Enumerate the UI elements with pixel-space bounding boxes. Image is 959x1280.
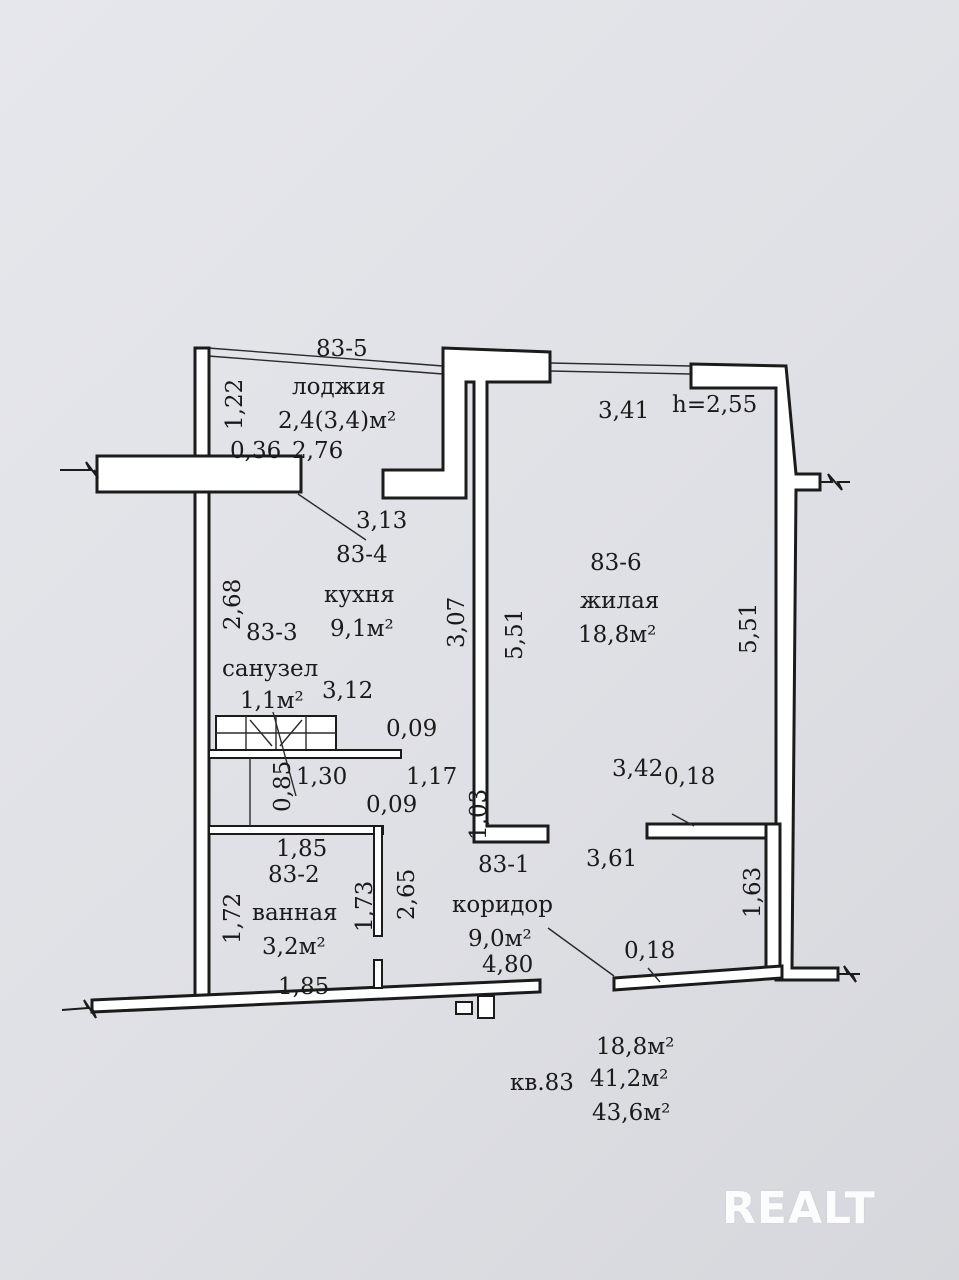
loggia-id: 83-5 (316, 336, 368, 362)
dim-122: 1,22 (222, 379, 248, 430)
central-wall (381, 346, 552, 844)
dim-361: 3,61 (586, 846, 637, 872)
total-living: 18,8м² (596, 1034, 674, 1060)
dim-480: 4,80 (482, 952, 533, 978)
bath-door-jamb (373, 825, 383, 937)
dim-313: 3,13 (356, 508, 407, 534)
wc-partition (208, 749, 402, 759)
dim-173: 1,73 (352, 881, 378, 932)
dim-185b: 1,85 (278, 974, 329, 1000)
dim-018a: 0,18 (664, 764, 715, 790)
living-corridor-partition (645, 822, 781, 840)
bath-name: ванная (252, 900, 338, 926)
dim-268: 2,68 (220, 579, 246, 630)
dim-551b: 5,51 (736, 603, 762, 654)
ceiling-height: h=2,55 (672, 392, 757, 418)
corridor-name: коридор (452, 892, 553, 918)
leader-480 (547, 927, 615, 977)
bath-area: 3,2м² (262, 934, 326, 960)
dim-342: 3,42 (612, 756, 663, 782)
total-area: 41,2м² (590, 1066, 668, 1092)
dim-265: 2,65 (394, 869, 420, 920)
dim-185a: 1,85 (276, 836, 327, 862)
wc-area: 1,1м² (240, 688, 304, 714)
loggia-window (207, 347, 444, 375)
left-outer-wall (193, 346, 211, 1000)
wc-id: 83-3 (246, 620, 298, 646)
living-id: 83-6 (590, 550, 642, 576)
dim-172: 1,72 (220, 893, 246, 944)
leader-018b (647, 967, 661, 983)
bottom-outer-wall (61, 964, 784, 1019)
realt-watermark-logo: REALT (722, 1183, 876, 1234)
leader-313 (297, 493, 367, 541)
dim-117: 1,17 (406, 764, 457, 790)
dim-551a: 5,51 (502, 609, 528, 660)
living-window (549, 362, 692, 375)
dim-018b: 0,18 (624, 938, 675, 964)
dim-341: 3,41 (598, 398, 649, 424)
corridor-right-wall (764, 822, 782, 978)
kitchen-name: кухня (324, 582, 395, 608)
dim-009a: 0,09 (386, 716, 437, 742)
total-with-loggia: 43,6м² (592, 1100, 670, 1126)
leader-030 (272, 711, 297, 797)
corridor-area: 9,0м² (468, 926, 532, 952)
loggia-name: лоджия (292, 374, 386, 400)
leader-018 (671, 813, 695, 827)
loggia-area: 2,4(3,4)м² (278, 408, 396, 434)
dim-276: 2,76 (292, 438, 343, 464)
kitchen-loggia-wall (60, 454, 303, 494)
dim-307: 3,07 (444, 597, 470, 648)
corridor-id: 83-1 (478, 852, 530, 878)
right-outer-wall (689, 362, 840, 982)
living-area: 18,8м² (578, 622, 656, 648)
bath-id: 83-2 (268, 862, 320, 888)
living-name: жилая (580, 588, 659, 614)
dim-163: 1,63 (740, 867, 766, 918)
dim-009b: 0,09 (366, 792, 417, 818)
right-wall-break (820, 473, 850, 491)
dim-085: 0,85 (270, 761, 296, 812)
bath-door-jamb-low (373, 959, 383, 989)
dim-130: 1,30 (296, 764, 347, 790)
apartment-number: кв.83 (510, 1070, 574, 1096)
kitchen-area: 9,1м² (330, 616, 394, 642)
kitchen-id: 83-4 (336, 542, 388, 568)
dim-103: 1,03 (466, 789, 492, 840)
dim-312: 3,12 (322, 678, 373, 704)
bath-partition (208, 825, 384, 835)
right-bottom-break (838, 965, 860, 983)
wc-name: санузел (222, 656, 318, 682)
dim-036: 0,36 (230, 438, 281, 464)
